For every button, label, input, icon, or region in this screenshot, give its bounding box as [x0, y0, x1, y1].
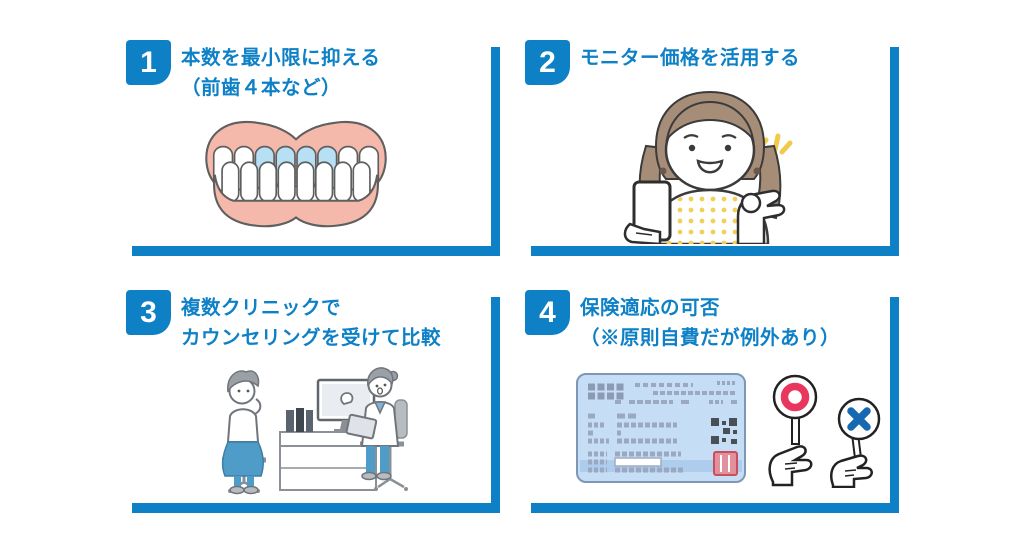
step-panel-1: 1 本数を最小限に抑える （前歯４本など）	[126, 40, 500, 256]
panel-title-line: （前歯４本など）	[181, 77, 342, 99]
step-number: 2	[539, 45, 556, 79]
panel-title: 保険適応の可否 （※原則自費だが例外あり）	[580, 293, 840, 353]
illustration-container	[600, 86, 820, 249]
panel-corner-border	[132, 297, 500, 513]
panel-title-line: モニター価格を活用する	[580, 47, 801, 69]
step-number-badge: 2	[525, 40, 570, 85]
panel-corner-border	[531, 47, 899, 256]
step-number: 1	[140, 45, 157, 79]
illustration-container	[575, 368, 885, 493]
panel-title-line: カウンセリングを受けて比較	[181, 327, 442, 349]
teeth-illustration-icon	[205, 120, 387, 228]
panel-title: 本数を最小限に抑える （前歯４本など）	[181, 43, 380, 103]
consultation-scene-icon	[221, 367, 408, 495]
panel-title-line: （※原則自費だが例外あり）	[580, 327, 841, 349]
step-panel-2: 2 モニター価格を活用する	[525, 40, 899, 256]
panel-corner-border	[132, 47, 500, 256]
step-number: 3	[140, 295, 157, 329]
insurance-card-ox-icon	[576, 373, 881, 489]
woman-with-phone-icon	[623, 90, 793, 246]
panel-title-line: 複数クリニックで	[181, 297, 342, 319]
panel-title-line: 保険適応の可否	[580, 297, 721, 319]
step-panel-4: 4 保険適応の可否 （※原則自費だが例外あり）	[525, 290, 899, 513]
step-number: 4	[539, 295, 556, 329]
panel-title: モニター価格を活用する	[580, 43, 800, 73]
step-panel-3: 3 複数クリニックで カウンセリングを受けて比較	[126, 290, 500, 513]
illustration-container	[190, 106, 402, 237]
panel-title-line: 本数を最小限に抑える	[181, 47, 381, 69]
illustration-container	[192, 360, 427, 501]
step-number-badge: 4	[525, 290, 570, 335]
panel-title: 複数クリニックで カウンセリングを受けて比較	[181, 293, 441, 353]
step-number-badge: 3	[126, 290, 171, 335]
step-number-badge: 1	[126, 40, 171, 85]
panel-corner-border	[531, 297, 899, 513]
